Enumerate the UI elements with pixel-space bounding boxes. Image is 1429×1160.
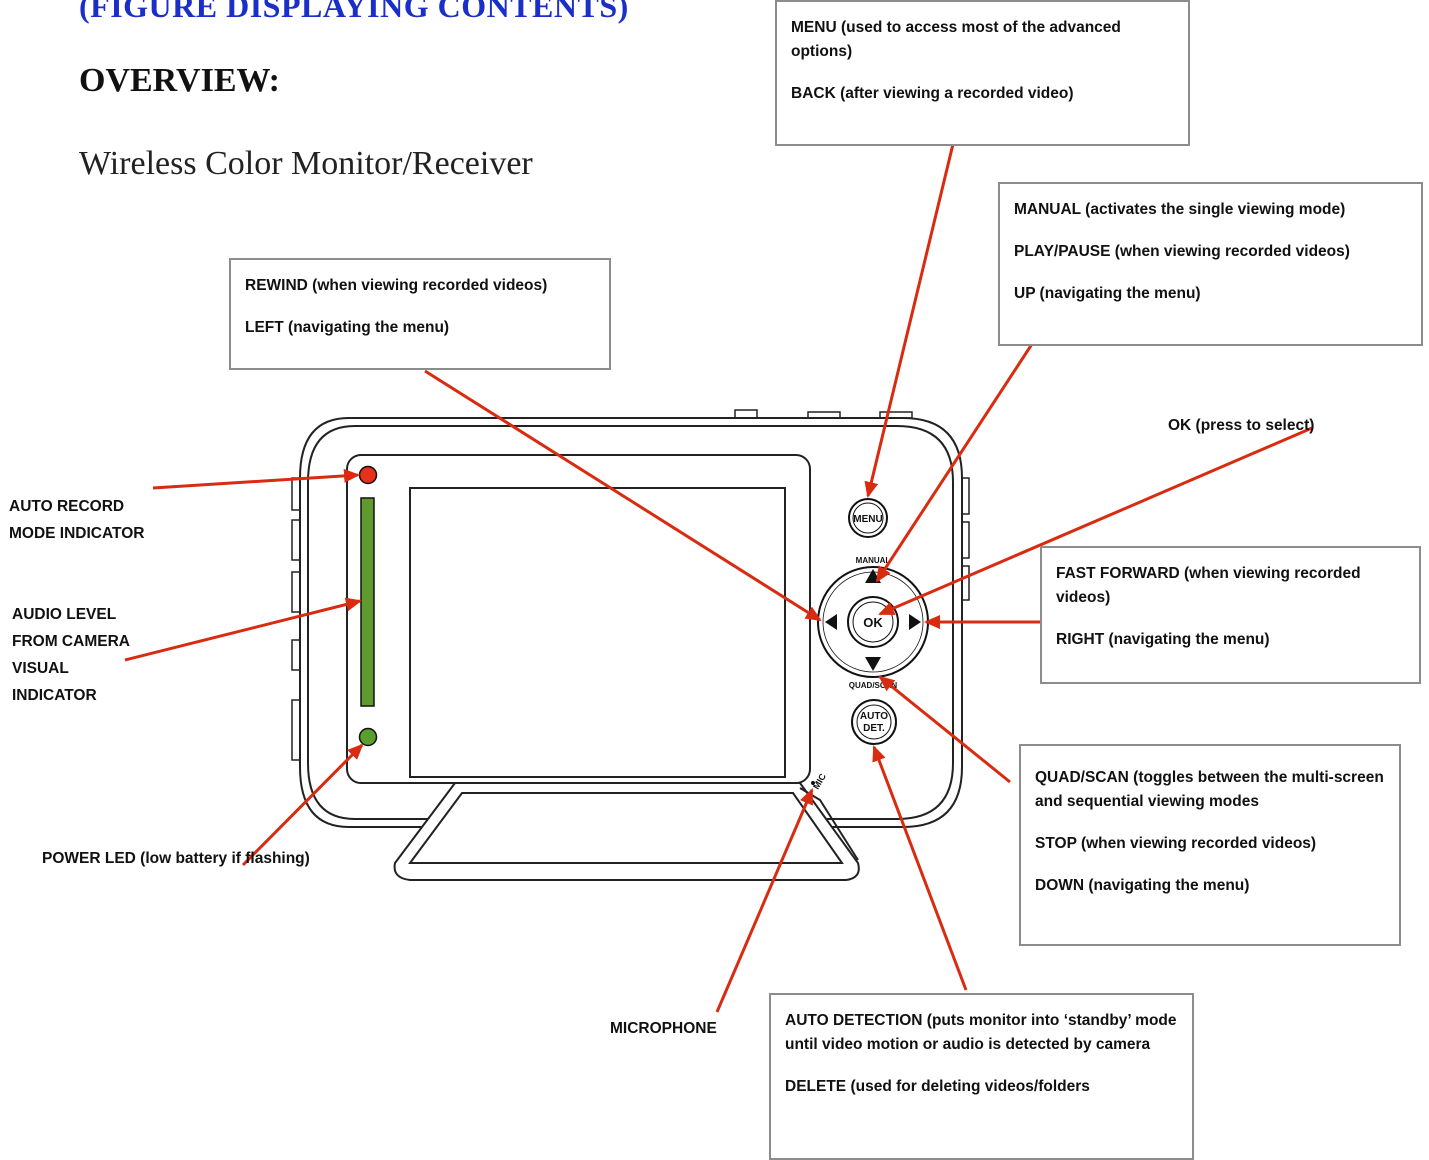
arrow-manual: [875, 343, 1034, 583]
quad-scan-label: QUAD/SCAN: [849, 681, 898, 690]
overview-heading: OVERVIEW:: [79, 62, 280, 99]
auto-det-label-line2: DET.: [863, 723, 885, 734]
arrow-rewind: [424, 369, 822, 622]
ok-callout-label: OK (press to select): [1168, 417, 1315, 434]
quad-scan-callout-box: QUAD/SCAN (toggles between the multi-scr…: [1019, 744, 1401, 946]
auto-record-led: [358, 465, 378, 485]
power-led-label: POWER LED (low battery if flashing): [42, 850, 310, 867]
stop-callout-line: STOP (when viewing recorded videos): [1035, 835, 1317, 852]
page-title: (FIGURE DISPLAYING CONTENTS): [79, 0, 629, 24]
auto-det-button[interactable]: AUTO DET.: [851, 699, 897, 745]
microphone-hole: [811, 781, 815, 785]
play-pause-callout-line: PLAY/PAUSE (when viewing recorded videos…: [1014, 243, 1350, 260]
menu-callout-box: MENU (used to access most of the advance…: [775, 0, 1190, 146]
arrow-audio-level: [124, 597, 362, 662]
arrow-auto-record: [152, 468, 360, 490]
audio-level-label-line4: INDICATOR: [12, 687, 97, 704]
rewind-callout-box: REWIND (when viewing recorded videos) LE…: [229, 258, 611, 370]
arrow-auto-detection: [872, 745, 968, 991]
audio-level-bar: [360, 497, 375, 707]
auto-record-label: AUTO RECORD MODE INDICATOR: [9, 493, 144, 547]
left-arrow-icon[interactable]: [825, 614, 837, 630]
auto-record-label-line1: AUTO RECORD: [9, 498, 125, 515]
menu-button-label: MENU: [853, 514, 882, 525]
auto-record-label-line2: MODE INDICATOR: [9, 525, 145, 542]
arrow-microphone: [715, 788, 814, 1013]
screen-bezel: [346, 454, 811, 784]
down-callout-line: DOWN (navigating the menu): [1035, 877, 1250, 894]
quad-scan-callout-line: QUAD/SCAN (toggles between the multi-scr…: [1035, 769, 1384, 810]
microphone-label: MICROPHONE: [610, 1020, 717, 1037]
menu-button[interactable]: MENU: [848, 498, 888, 538]
auto-det-label-line1: AUTO: [860, 711, 888, 722]
callout-arrows: [124, 139, 1313, 1013]
ok-button-label: OK: [863, 615, 883, 630]
left-callout-line: LEFT (navigating the menu): [245, 319, 450, 336]
audio-level-label-line3: VISUAL: [12, 660, 69, 677]
power-led: [358, 727, 378, 747]
back-callout-line: BACK (after viewing a recorded video): [791, 85, 1074, 102]
arrow-power-led: [241, 743, 364, 867]
fast-forward-callout-line: FAST FORWARD (when viewing recorded vide…: [1056, 565, 1361, 606]
manual-label: MANUAL: [856, 556, 891, 565]
audio-level-label-line1: AUDIO LEVEL: [12, 606, 117, 623]
monitor-stand: [393, 782, 860, 881]
down-arrow-icon[interactable]: [865, 657, 881, 671]
up-callout-line: UP (navigating the menu): [1014, 285, 1201, 302]
audio-level-label-line2: FROM CAMERA: [12, 633, 130, 650]
auto-detection-callout-line: AUTO DETECTION (puts monitor into ‘stand…: [785, 1012, 1177, 1053]
right-callout-line: RIGHT (navigating the menu): [1056, 631, 1270, 648]
audio-level-label: AUDIO LEVEL FROM CAMERA VISUAL INDICATOR: [12, 601, 130, 709]
ok-button[interactable]: OK: [847, 596, 899, 648]
fast-forward-callout-box: FAST FORWARD (when viewing recorded vide…: [1040, 546, 1421, 684]
device-subtitle: Wireless Color Monitor/Receiver: [79, 145, 533, 182]
right-arrow-icon[interactable]: [909, 614, 921, 630]
auto-detection-callout-box: AUTO DETECTION (puts monitor into ‘stand…: [769, 993, 1194, 1160]
manual-callout-box: MANUAL (activates the single viewing mod…: [998, 182, 1423, 346]
menu-callout-line: MENU (used to access most of the advance…: [791, 19, 1121, 60]
manual-callout-line: MANUAL (activates the single viewing mod…: [1014, 201, 1346, 218]
delete-callout-line: DELETE (used for deleting videos/folders: [785, 1078, 1090, 1095]
display-screen: [409, 487, 786, 778]
arrow-quad-scan: [878, 675, 1011, 784]
arrow-menu: [864, 139, 956, 498]
rewind-callout-line: REWIND (when viewing recorded videos): [245, 277, 548, 294]
arrow-ok: [878, 426, 1313, 616]
